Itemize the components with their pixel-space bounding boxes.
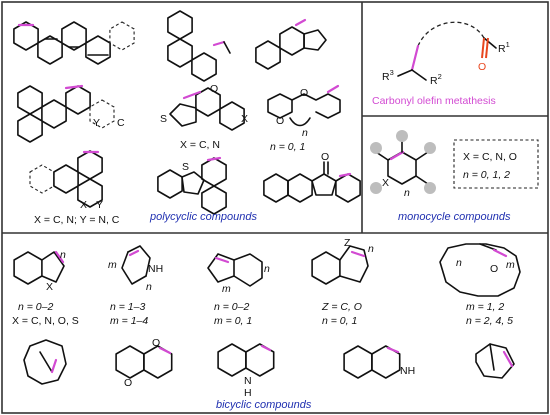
thiophene-x-label: X [241,113,248,125]
pyran-o1-label: O [124,377,132,389]
aza-chrysene-structure: X Y X = C, N; Y = N, C [29,150,120,226]
monocycle-caption: monocycle compounds [398,211,511,223]
substituent-dot [370,182,382,194]
substituent-dot [396,130,408,142]
bipyran-structure: O O [115,337,173,389]
b2-condition-1: n = 1–3 [110,301,145,313]
b1-condition-1: n = 0–2 [18,301,53,313]
b3-m-label: m [222,283,231,295]
b2-n-label: n [146,281,152,293]
b4-n-label: n [368,243,374,255]
bicyclic-panel: X n n = 0–2 X = C, N, O, S m NH n n = 1–… [12,237,521,411]
r2-label: R2 [430,72,442,87]
tricyclic-condition: n = 0, 1 [270,141,305,153]
chrysene-x-label: X [80,199,87,211]
b4-z-label: Z [344,237,351,249]
substituent-dot [424,142,436,154]
thiophene-structure: S X X = C, N [160,87,248,151]
bicyclic-macrocycle: n O m m = 1, 2 n = 2, 4, 5 [439,243,521,327]
bicyclic-benzo-hetero: X n n = 0–2 X = C, N, O, S [12,249,79,327]
metathesis-panel: O R1 R2 R3 Carbonyl olefin metathesis [372,21,510,107]
b5-condition-2: n = 2, 4, 5 [466,315,513,327]
dihydroquinoline-structure: N H [217,343,275,399]
polycyclic-panel: O Y C S X X = C, N [13,10,361,226]
b2-condition-2: m = 1–4 [110,315,148,327]
tricyclic-o2-label: O [300,87,308,99]
r3-label: R3 [382,68,394,83]
pyran-o2-label: O [152,337,160,349]
b5-n-label: n [456,257,462,269]
bicyclic-aza: m NH n n = 1–3 m = 1–4 [108,245,163,327]
b1-condition-2: X = C, N, O, S [12,315,79,327]
b5-o-label: O [490,263,498,275]
bicyclic-indene: m n n = 0–2 m = 0, 1 [207,253,270,327]
thiophene-condition: X = C, N [180,139,220,151]
isoquinoline-nh-label: NH [400,365,415,377]
b2-nh-label: NH [148,263,163,275]
tricyclic-o1-label: O [276,115,284,127]
bicyclic-caption: bicyclic compounds [216,399,312,411]
b1-n-label: n [60,249,66,261]
fluorenone-o-label: O [321,151,329,163]
carbonyl-o-label: O [478,61,486,73]
b5-m-label: m [506,259,515,271]
metathesis-caption: Carbonyl olefin metathesis [372,95,496,107]
acene-structure [13,21,135,65]
bicyclic-benzazepine: Z n Z = C, O n = 0, 1 [311,237,374,327]
aza-y-label: Y [93,117,100,129]
bridged-bicycle-1 [23,339,67,385]
fluorenone-structure: O [263,151,361,203]
b3-n-label: n [264,263,270,275]
b4-condition-1: Z = C, O [321,301,362,313]
dihydroisoquinoline-structure: NH [343,345,415,379]
b2-m-label: m [108,259,117,271]
aza-c-label: C [117,117,125,129]
b5-condition-1: m = 1, 2 [466,301,504,313]
benzopyran-structure: O [167,10,231,95]
tricyclic-n-label: n [302,127,308,139]
thiophene-s-label: S [160,113,167,125]
b1-x-label: X [46,281,53,293]
r1-label: R1 [498,40,510,55]
cyclopenta-structure [255,18,327,70]
b3-condition-1: n = 0–2 [214,301,249,313]
polycyclic-caption: polycyclic compounds [149,211,257,223]
helicene-structure: Y C [17,84,125,143]
chrysene-condition: X = C, N; Y = N, C [34,214,120,226]
chrysene-y-label: Y [96,199,103,211]
pyran-o-label: O [210,83,218,95]
monocycle-condition-1: X = C, N, O [463,151,517,163]
b4-condition-2: n = 0, 1 [322,315,357,327]
quinoline-n-label: N [244,375,252,387]
substituent-dot [370,142,382,154]
dibenzothiophene-structure: S [157,156,227,215]
b3-condition-2: m = 0, 1 [214,315,252,327]
monocycle-condition-2: n = 0, 1, 2 [463,169,510,181]
dibenzothiophene-s-label: S [182,161,189,173]
monocycle-n-label: n [404,187,410,199]
norbornene-structure [475,343,515,379]
quinoline-h-label: H [244,387,252,399]
monocycle-panel: X n X = C, N, O n = 0, 1, 2 monocycle co… [370,130,539,223]
monocycle-x-label: X [382,177,389,189]
tricyclic-ether-structure: O O n n = 0, 1 [267,84,341,153]
substituent-dot [424,182,436,194]
